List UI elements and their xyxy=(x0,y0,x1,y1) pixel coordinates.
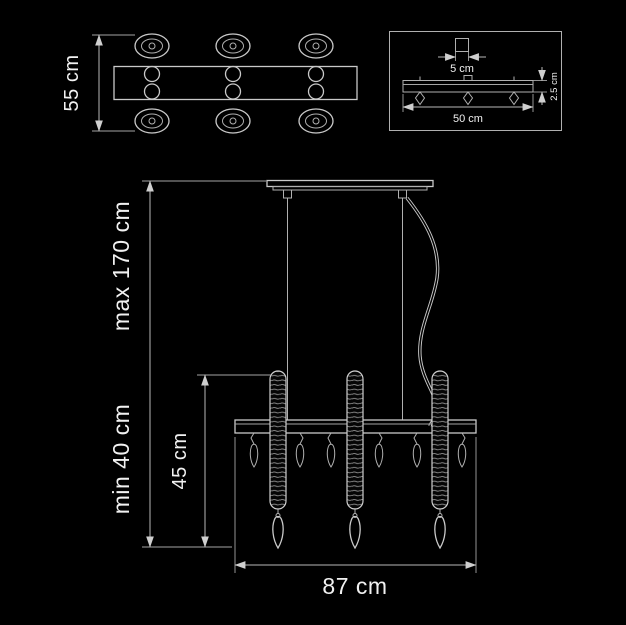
glass-tubes xyxy=(269,370,449,510)
canopy-plate-outline xyxy=(113,65,358,101)
teardrop-pendant xyxy=(272,515,284,550)
crystal-drop xyxy=(412,443,422,468)
plate-center-stub xyxy=(463,75,473,81)
top-view-canopy: 55 cm xyxy=(61,33,358,134)
dimension-canopy-depth: 55 cm xyxy=(61,34,135,132)
candle-height-label: 45 cm xyxy=(169,433,191,490)
crystal-drop xyxy=(457,443,467,468)
crystal-drop xyxy=(326,443,336,468)
ceiling-bar-body xyxy=(266,179,434,188)
dimension-drop-height: max 170 cm min 40 cm xyxy=(108,180,266,548)
inset-border xyxy=(389,31,562,131)
ceiling-bar xyxy=(266,179,434,199)
crystal-drop xyxy=(249,443,259,468)
dimension-fixture-width: 87 cm xyxy=(234,437,477,599)
dimension-canopy-width: 5 cm xyxy=(438,52,486,75)
teardrop-pendant xyxy=(349,515,361,550)
dimension-plate-length: 50 cm xyxy=(402,94,534,125)
glass-tube xyxy=(269,370,287,510)
glass-tube xyxy=(431,370,449,510)
canopy-bulb-column xyxy=(215,33,251,134)
dimension-candle-height: 45 cm xyxy=(169,374,271,548)
small-crystal-drops xyxy=(249,432,467,468)
ceiling-bar-lip xyxy=(272,186,428,191)
fixture-width-label: 87 cm xyxy=(322,573,387,599)
plate-drop-point xyxy=(414,91,426,106)
plate-drop-point xyxy=(508,91,520,106)
crystal-drop xyxy=(295,443,305,468)
canopy-cross-section xyxy=(455,38,469,52)
mounting-plate-inset: 5 cm 50 cm 2.5 cm xyxy=(389,31,562,131)
plate-profile xyxy=(402,80,534,93)
teardrop-pendant xyxy=(434,515,446,550)
plate-drop-point xyxy=(462,91,474,106)
canopy-depth-label: 55 cm xyxy=(61,55,83,112)
glass-tube xyxy=(346,370,364,510)
front-view-fixture: max 170 cm min 40 cm 45 cm 87 cm xyxy=(108,179,477,599)
canopy-bulb-column xyxy=(298,33,334,134)
plate-length-label: 50 cm xyxy=(453,113,483,125)
canopy-bulb-column xyxy=(134,33,170,134)
canopy-width-label: 5 cm xyxy=(450,63,474,75)
max-drop-label: max 170 cm xyxy=(108,201,134,331)
crystal-drop xyxy=(374,443,384,468)
wire-fitting xyxy=(398,189,407,199)
dimension-plate-thickness: 2.5 cm xyxy=(533,67,560,105)
plate-thickness-label: 2.5 cm xyxy=(549,72,560,101)
plate-side-view xyxy=(402,75,534,106)
wire-fitting xyxy=(283,189,292,199)
min-drop-label: min 40 cm xyxy=(108,404,134,515)
teardrop-pendants xyxy=(272,509,446,550)
